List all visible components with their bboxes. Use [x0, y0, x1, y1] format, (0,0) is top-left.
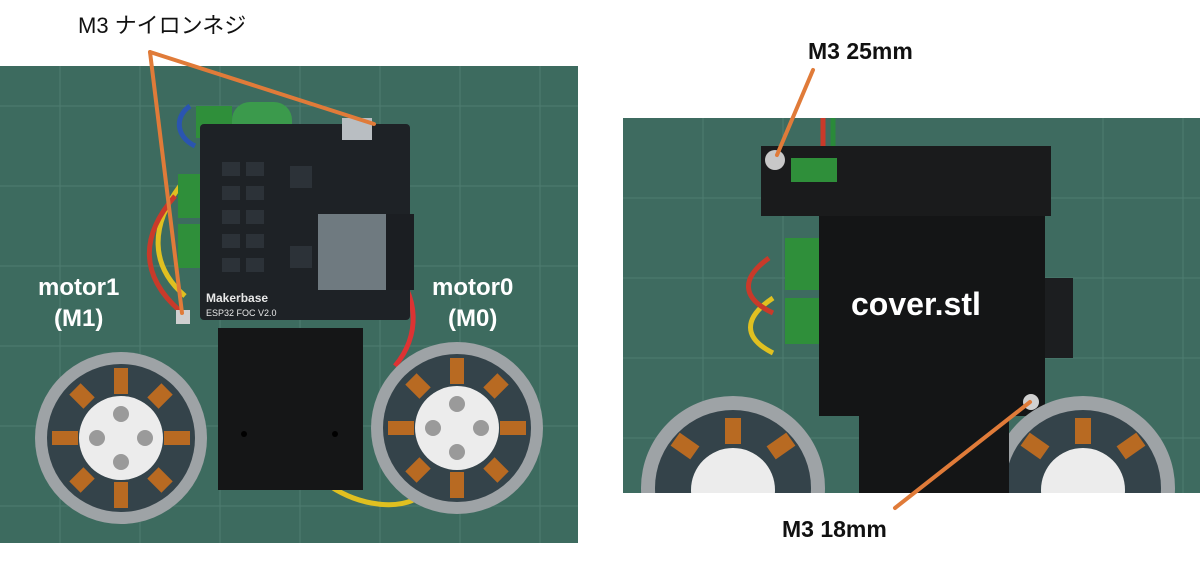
motor0-label: motor0 (M0): [432, 272, 513, 334]
cover-box: [819, 216, 1045, 416]
chassis: [218, 328, 363, 490]
right-motor1-wheel: [641, 396, 825, 493]
cover-antenna: [1045, 278, 1073, 358]
nylon-screw-label: M3 ナイロンネジ: [78, 13, 247, 38]
callout-line-18mm: [893, 400, 1032, 510]
side-terminal-b: [785, 298, 821, 344]
motor0-id: (M0): [448, 305, 498, 333]
board-brand-text: Makerbase: [206, 291, 268, 305]
callout-line-nylon-1: [148, 50, 184, 315]
usb-connector: [342, 118, 372, 140]
callout-line-nylon-2: [148, 50, 376, 126]
esp32-antenna: [386, 214, 414, 290]
top-terminal: [791, 158, 837, 182]
screw-25mm-label: M3 25mm: [808, 38, 913, 64]
right-photo-scene: [623, 118, 1200, 493]
board-model-text: ESP32 FOC V2.0: [206, 308, 277, 318]
motor1-label: motor1 (M1): [38, 272, 119, 334]
motor1-id: (M1): [54, 305, 104, 333]
left-photo: Makerbase ESP32 FOC V2.0: [0, 66, 578, 543]
motor1-name: motor1: [38, 274, 120, 301]
nylon-screw: [176, 310, 190, 324]
right-chassis: [859, 416, 1009, 493]
motor0-name: motor0: [432, 274, 514, 301]
screw-18mm-label: M3 18mm: [782, 516, 887, 542]
cover-label: cover.stl: [851, 286, 981, 322]
left-photo-scene: Makerbase ESP32 FOC V2.0: [0, 66, 578, 543]
callout-line-25mm: [775, 68, 815, 157]
right-photo: cover.stl: [623, 118, 1200, 493]
esp32-module: [318, 214, 390, 290]
screw-25mm: [765, 150, 785, 170]
right-motor0-wheel: [991, 396, 1175, 493]
motor1-wheel: [35, 352, 207, 524]
motor0-wheel: [371, 342, 543, 514]
side-terminal-a: [785, 238, 821, 290]
